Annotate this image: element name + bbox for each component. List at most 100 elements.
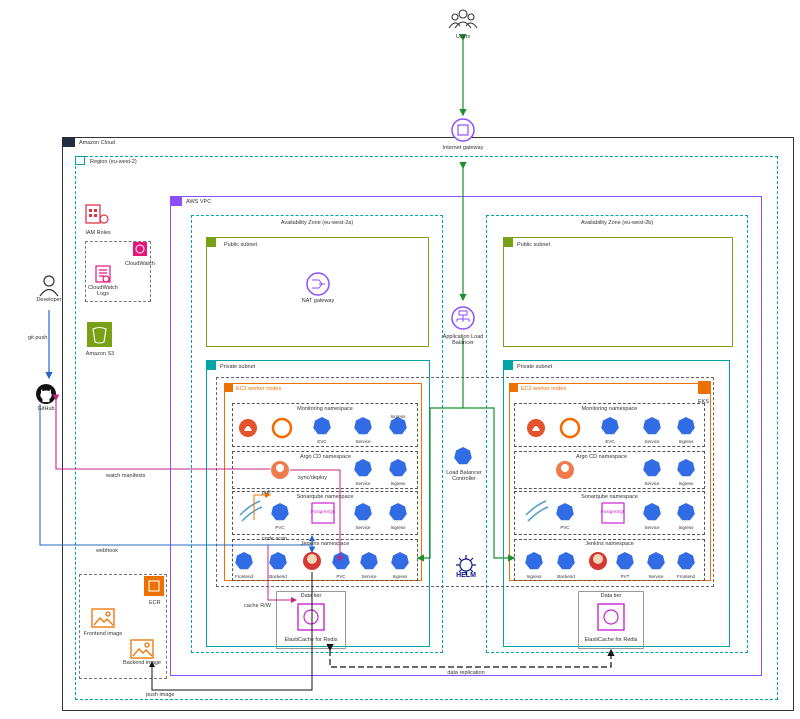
public-subnet-a-lock-icon (206, 237, 216, 247)
ns-a-jenkins-pvc: PVC (336, 574, 346, 579)
ns-a-argocd (232, 451, 418, 489)
lbc-icon (454, 447, 472, 465)
backend-image-icon (130, 639, 154, 659)
helm-icon (456, 555, 476, 575)
internet-gateway-icon (451, 118, 475, 142)
ns-b-mon-service: Service (644, 439, 660, 444)
postgresql-b-icon (601, 502, 625, 524)
public-subnet-b-label: Public subnet (517, 242, 551, 248)
redis-b-label: ElastiCache for Redis (584, 637, 638, 643)
eks-icon (698, 381, 711, 394)
k8s-pvc-a-sonar-icon (271, 503, 289, 521)
ecr-group (79, 574, 167, 679)
ns-b-argo-service: Service (644, 481, 660, 486)
k8s-ingress-a-jenkins-icon (391, 552, 409, 570)
ns-a-mon-ingress: Ingress (390, 414, 406, 419)
k8s-service-a-sonar-icon (354, 503, 372, 521)
ns-a-sonar-postgres: PostgreSQL (310, 509, 336, 514)
private-subnet-b-lock-icon (503, 360, 513, 370)
redis-a-icon (297, 603, 325, 631)
ns-b-sonar (514, 491, 705, 535)
k8s-service-b-sonar-icon (643, 503, 661, 521)
public-subnet-b (503, 237, 733, 347)
ns-b-sonar-pvc: PVC (560, 525, 570, 530)
k8s-ingress-a-monitor-icon (389, 417, 407, 435)
webhook-label: webhook (96, 548, 119, 554)
ns-a-mon-service: Service (355, 439, 371, 444)
ns-a-jenkins-backend: Backend (269, 574, 287, 579)
amazon-cloud-boundary (62, 137, 794, 711)
ec2-a-icon (224, 383, 233, 392)
ns-a-monitoring (232, 403, 418, 447)
k8s-service-b-jenkins-icon (647, 552, 665, 570)
ns-a-jenkins-frontend: Frontend (234, 574, 253, 579)
az-b-boundary (486, 215, 748, 653)
backend-image-label: Backend image (123, 660, 161, 666)
ns-b-jenkins-frontend: Frontend (676, 574, 695, 579)
public-subnet-b-lock-icon (503, 237, 513, 247)
public-subnet-a-label: Public subnet (224, 242, 258, 248)
cloudwatch-icon (133, 242, 147, 256)
ns-a-sonar-service: Service (355, 525, 371, 530)
grafana-icon (271, 417, 293, 439)
igw-label: Internet gateway (442, 145, 484, 151)
region-label: Region (eu-west-2) (90, 159, 137, 165)
grafana-b-icon (559, 417, 581, 439)
frontend-image-label: Frontend image (83, 631, 123, 637)
data-tier-a-label: Data tier (300, 593, 322, 599)
k8s-ingress-b-sonar-icon (677, 503, 695, 521)
redis-a-label: ElastiCache for Redis (284, 637, 338, 643)
ns-b-jenkins-backend: Backend (557, 574, 575, 579)
k8s-service-b-argo-icon (643, 459, 661, 477)
alb-icon (451, 306, 475, 330)
ns-a-sonar-ingress: Ingress (390, 525, 406, 530)
cloudwatch-group (85, 241, 151, 302)
k8s-backend-a-icon (269, 552, 287, 570)
k8s-ingress-a-argo-icon (389, 459, 407, 477)
sonarqube-icon (239, 500, 263, 522)
k8s-frontend-b-icon (677, 552, 695, 570)
git-push-label: git push (28, 335, 48, 341)
cloudwatch-label: CloudWatch (125, 261, 155, 267)
data-tier-a (276, 591, 346, 649)
ns-b-mon-evc: EVC (605, 439, 615, 444)
region-flag-icon (75, 156, 85, 165)
az-a-boundary (191, 215, 443, 653)
code-scan-label: code scan (262, 536, 288, 542)
ns-b-monitoring-title: Monitoring namespace (581, 406, 638, 412)
ecr-icon (144, 576, 164, 596)
github-icon (36, 384, 56, 404)
github-label: GitHub (37, 406, 55, 412)
ns-a-mon-evc: EVC (317, 439, 327, 444)
sonarqube-b-icon (525, 500, 549, 522)
ns-a-sonar (232, 491, 418, 535)
az-b-label: Availability Zone (eu-west-2b) (580, 220, 654, 226)
ns-b-sonar-ingress: Ingress (678, 525, 694, 530)
data-replication-label: data replication (447, 670, 485, 676)
ns-b-jenkins-service: Service (648, 574, 664, 579)
k8s-frontend-a-icon (235, 552, 253, 570)
vpc-label: AWS VPC (186, 199, 212, 205)
developer-label: Developer (36, 297, 62, 303)
ec2-b-label: EC2 worker nodes (521, 386, 567, 392)
s3-label: Amazon S3 (85, 351, 115, 357)
ns-a-jenkins-ingress: Ingress (392, 574, 408, 579)
cache-rw-label: cache R/W (244, 603, 271, 609)
ns-a-monitoring-title: Monitoring namespace (297, 406, 353, 412)
k8s-service-a-jenkins-icon (360, 552, 378, 570)
ns-a-jenkins-service: Service (361, 574, 377, 579)
cloudwatch-logs-icon (95, 265, 111, 283)
k8s-service-a-argo-icon (354, 459, 372, 477)
k8s-ingress-b-argo-icon (677, 459, 695, 477)
postgresql-a-icon (311, 502, 335, 524)
k8s-ingress-b-jenkins-icon (525, 552, 543, 570)
ec2-b-icon (509, 383, 518, 392)
k8s-service-a-monitor-icon (354, 417, 372, 435)
iam-roles-icon (85, 204, 109, 224)
k8s-evc-b-icon (601, 417, 619, 435)
ns-b-monitoring (514, 403, 705, 447)
ns-b-argocd-title: Argo CD namespace (576, 454, 628, 460)
ns-b-sonar-service: Service (644, 525, 660, 530)
private-subnet-a-label: Private subnet (220, 364, 256, 370)
